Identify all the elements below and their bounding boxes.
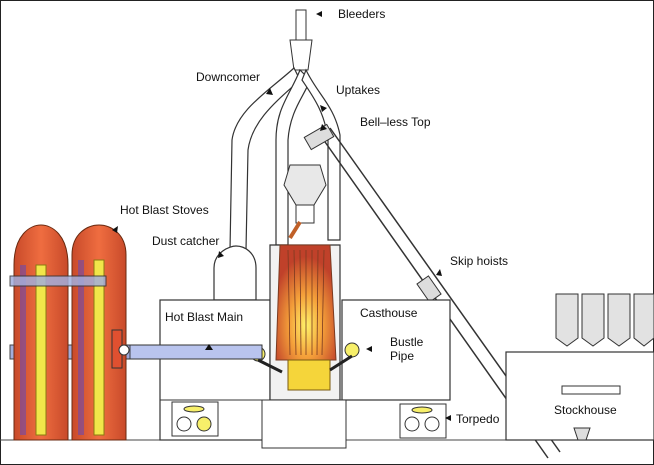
skip-hoists-label: Skip hoists (450, 254, 509, 268)
hot-blast-main-label: Hot Blast Main (165, 310, 244, 324)
furnace-foundation (261, 399, 347, 449)
dust-catcher-label: Dust catcher (152, 234, 220, 248)
casthouse-housing (341, 299, 451, 401)
hot-blast-main-pipe (125, 344, 263, 360)
torpedo-car-left (171, 401, 219, 437)
label-arrows (112, 11, 451, 421)
torpedo-car-right (399, 403, 447, 439)
stove-valves (111, 329, 130, 369)
bustle-pipe-label: Bustle Pipe (390, 335, 424, 363)
torpedo-label: Torpedo (456, 412, 500, 426)
bell-less-top (283, 164, 327, 240)
uptake-right (301, 68, 341, 241)
uptakes-label: Uptakes (336, 83, 381, 97)
stove-cold-blast-pipe (9, 275, 107, 287)
casthouse-label: Casthouse (360, 306, 418, 320)
bleeders-label: Bleeders (338, 7, 386, 21)
downcomer-label: Downcomer (196, 70, 261, 84)
hot-blast-stoves-label: Hot Blast Stoves (120, 203, 209, 217)
hearth-iron (287, 359, 331, 391)
stockhouse-label: Stockhouse (554, 403, 617, 417)
hot-blast-stove-1 (13, 224, 69, 441)
bell-less-top-label: Bell–less Top (360, 115, 431, 129)
bleeders-stack (289, 9, 313, 71)
dust-catcher (213, 245, 257, 301)
furnace-shell (261, 244, 347, 449)
stockhouse (505, 293, 654, 441)
